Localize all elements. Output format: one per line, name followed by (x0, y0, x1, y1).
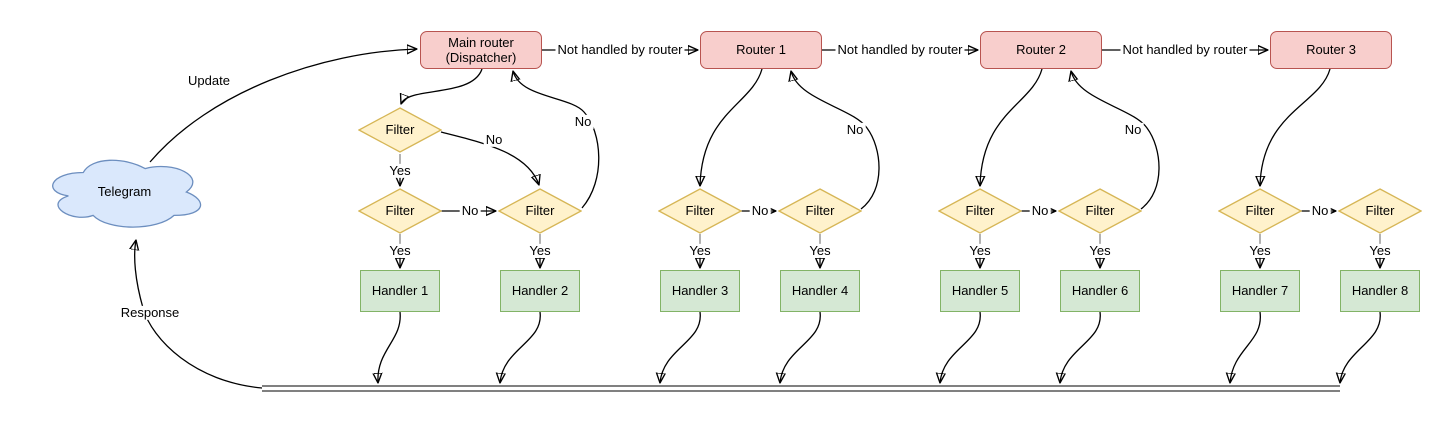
edge-label-no-r1-return: No (844, 121, 866, 138)
edge-label-yes-2: Yes (527, 242, 553, 259)
edge-h4-to-bus (780, 311, 821, 383)
router-3-node: Router 3 (1270, 31, 1392, 69)
handler-2-label: Handler 2 (511, 283, 569, 299)
filter-node-main-3: Filter (498, 188, 582, 234)
diamond-shape (1338, 188, 1422, 234)
filter-label: Filter (1085, 203, 1115, 219)
handler-5-node: Handler 5 (940, 270, 1020, 312)
edge-label-no-main-return: No (572, 113, 594, 130)
diamond-shape (658, 188, 742, 234)
filter-node-main-1: Filter (358, 107, 442, 153)
filter-node-r2-1: Filter (938, 188, 1022, 234)
edge-filter1-no-filter3 (440, 131, 539, 185)
edge-r2-to-filter (980, 68, 1043, 186)
edge-label-yes-8: Yes (1367, 242, 1393, 259)
edge-h2-to-bus (500, 311, 541, 383)
edge-main-to-filter1 (401, 68, 483, 104)
filter-node-r1-1: Filter (658, 188, 742, 234)
diamond-shape (358, 188, 442, 234)
edge-label-yes-7: Yes (1247, 242, 1273, 259)
handler-7-node: Handler 7 (1220, 270, 1300, 312)
filter-label: Filter (385, 122, 415, 138)
handler-1-label: Handler 1 (371, 283, 429, 299)
edge-r1-to-filter (700, 68, 763, 186)
edge-label-no-filter1: No (483, 131, 505, 148)
handler-3-label: Handler 3 (671, 283, 729, 299)
edge-label-yes-4: Yes (807, 242, 833, 259)
filter-label: Filter (385, 203, 415, 219)
edge-label-yes-main: Yes (387, 162, 413, 179)
filter-node-r3-1: Filter (1218, 188, 1302, 234)
diamond-shape (1218, 188, 1302, 234)
filter-label: Filter (525, 203, 555, 219)
edge-label-no-r1-pair: No (749, 202, 771, 219)
edge-label-no-r3-pair: No (1309, 202, 1331, 219)
cloud-icon (52, 159, 202, 228)
filter-label: Filter (965, 203, 995, 219)
edge-h6-to-bus (1060, 311, 1101, 383)
edge-label-no-r2-return: No (1122, 121, 1144, 138)
handler-1-node: Handler 1 (360, 270, 440, 312)
edge-label-yes-1: Yes (387, 242, 413, 259)
edge-h5-to-bus (940, 311, 981, 383)
filter-label: Filter (805, 203, 835, 219)
handler-4-label: Handler 4 (791, 283, 849, 299)
handler-6-node: Handler 6 (1060, 270, 1140, 312)
edge-filter5-no-r1 (791, 71, 880, 210)
edge-label-not-handled-1: Not handled by router (555, 41, 685, 58)
handler-6-label: Handler 6 (1071, 283, 1129, 299)
filter-node-r1-2: Filter (778, 188, 862, 234)
telegram-cloud-node: Telegram (42, 153, 207, 231)
router-1-node: Router 1 (700, 31, 822, 69)
handler-5-label: Handler 5 (951, 283, 1009, 299)
handler-4-node: Handler 4 (780, 270, 860, 312)
router-2-label: Router 2 (1016, 42, 1066, 58)
telegram-label: Telegram (97, 184, 152, 200)
edge-update (149, 49, 417, 163)
handler-2-node: Handler 2 (500, 270, 580, 312)
filter-label: Filter (685, 203, 715, 219)
router-1-label: Router 1 (736, 42, 786, 58)
edge-label-yes-5: Yes (967, 242, 993, 259)
handler-8-label: Handler 8 (1351, 283, 1409, 299)
edge-label-no-r2-pair: No (1029, 202, 1051, 219)
diamond-shape (1058, 188, 1142, 234)
edge-filter3-no-main (513, 71, 600, 209)
diamond-shape (778, 188, 862, 234)
edge-label-not-handled-3: Not handled by router (1120, 41, 1250, 58)
router-3-label: Router 3 (1306, 42, 1356, 58)
diamond-shape (938, 188, 1022, 234)
main-router-node: Main router (Dispatcher) (420, 31, 542, 69)
filter-label: Filter (1245, 203, 1275, 219)
edge-filter7-no-r2 (1071, 71, 1160, 210)
edge-h8-to-bus (1340, 311, 1381, 383)
filter-node-r3-2: Filter (1338, 188, 1422, 234)
diamond-shape (498, 188, 582, 234)
edge-r3-to-filter (1260, 68, 1331, 186)
diamond-shape (358, 107, 442, 153)
filter-node-main-2: Filter (358, 188, 442, 234)
edge-label-not-handled-2: Not handled by router (835, 41, 965, 58)
edge-label-yes-3: Yes (687, 242, 713, 259)
edge-h1-to-bus (378, 311, 401, 383)
edge-h7-to-bus (1230, 311, 1261, 383)
filter-node-r2-2: Filter (1058, 188, 1142, 234)
edge-label-response: Response (118, 304, 182, 321)
edge-label-no-main-pair: No (459, 202, 481, 219)
handler-8-node: Handler 8 (1340, 270, 1420, 312)
handler-7-label: Handler 7 (1231, 283, 1289, 299)
router-2-node: Router 2 (980, 31, 1102, 69)
main-router-label: Main router (Dispatcher) (445, 34, 517, 65)
edge-h3-to-bus (660, 311, 701, 383)
handler-3-node: Handler 3 (660, 270, 740, 312)
filter-label: Filter (1365, 203, 1395, 219)
edge-label-yes-6: Yes (1087, 242, 1113, 259)
edge-label-update: Update (188, 72, 230, 88)
